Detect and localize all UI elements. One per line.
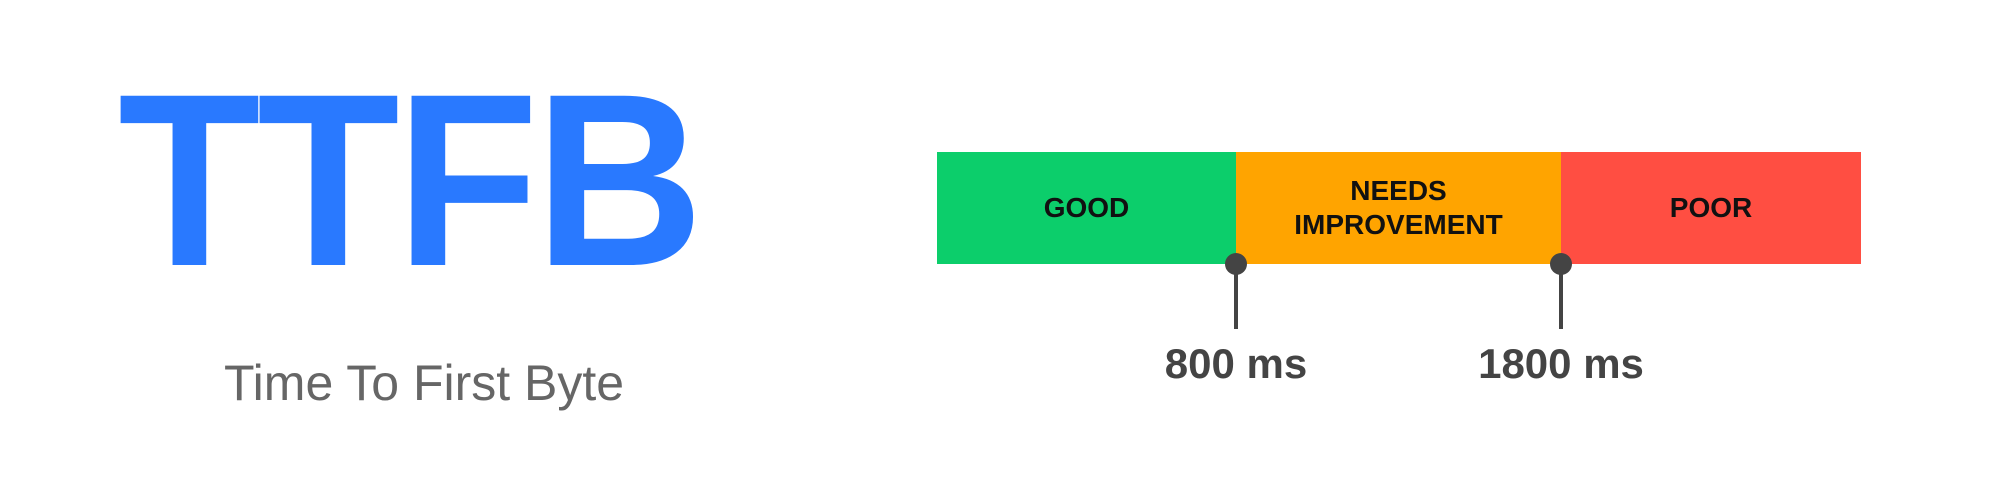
segment-label: POOR (1669, 192, 1753, 224)
segment-poor: POOR (1561, 152, 1861, 264)
metric-full-name: Time To First Byte (224, 355, 625, 411)
threshold-marker (1225, 253, 1247, 275)
metric-abbreviation: TTFB (118, 43, 704, 318)
segment-label: NEEDS (1350, 175, 1447, 207)
segment-good: GOOD (937, 152, 1236, 264)
threshold-stem (1234, 265, 1238, 329)
threshold-stem (1559, 265, 1563, 329)
threshold-label: 800 ms (1164, 340, 1308, 387)
threshold-marker (1550, 253, 1572, 275)
threshold-label: 1800 ms (1478, 340, 1644, 387)
segment-label: GOOD (1043, 192, 1130, 224)
segment-label: IMPROVEMENT (1294, 209, 1503, 240)
segment-needs-improvement: NEEDS IMPROVEMENT (1236, 152, 1561, 264)
